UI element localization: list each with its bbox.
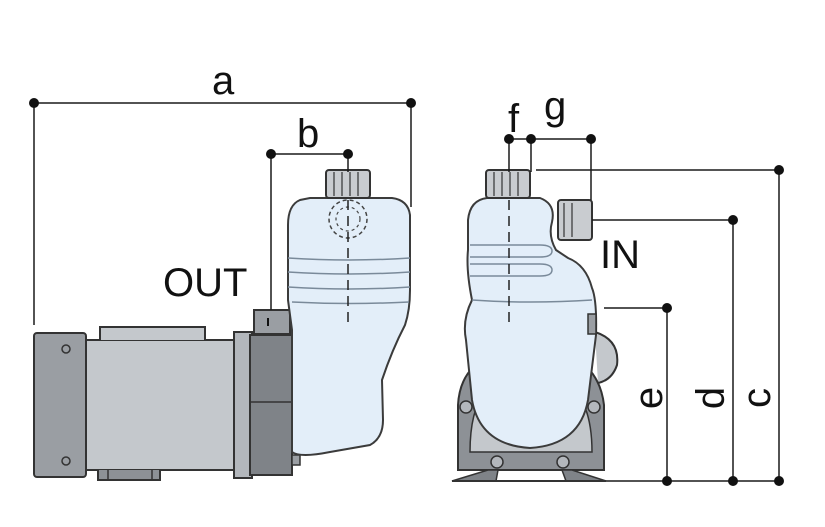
pump-casing <box>249 334 293 476</box>
label-in: IN <box>600 233 640 277</box>
out-port <box>253 309 291 335</box>
tank-cap <box>325 169 371 199</box>
label-e: e <box>627 387 671 409</box>
tank-front <box>463 197 598 450</box>
motor-top-ridge <box>99 326 206 340</box>
in-port <box>557 199 593 241</box>
screw-icon <box>459 400 473 414</box>
motor-body <box>85 339 237 471</box>
label-b: b <box>297 112 319 156</box>
motor-foot <box>97 470 161 481</box>
label-d: d <box>689 387 733 409</box>
side-view-pump <box>33 169 411 481</box>
screw-icon <box>587 400 601 414</box>
screw-icon <box>490 455 504 469</box>
screw-icon <box>61 456 71 466</box>
screw-icon <box>61 344 71 354</box>
label-out: OUT <box>163 261 247 305</box>
pump-foot-left <box>451 469 499 482</box>
label-c: c <box>735 388 779 408</box>
volute-bulge <box>594 331 619 384</box>
pump-foot-right <box>560 469 607 482</box>
label-a: a <box>212 59 235 103</box>
dimension-lines <box>33 102 780 482</box>
dimension-endpoints <box>29 98 784 486</box>
tank-cap-front <box>485 169 531 199</box>
label-g: g <box>544 84 566 128</box>
label-f: f <box>508 97 520 141</box>
front-view-pump <box>451 169 619 482</box>
screw-icon <box>556 455 570 469</box>
tank-side <box>287 197 411 456</box>
motor-end-cap <box>33 332 87 478</box>
